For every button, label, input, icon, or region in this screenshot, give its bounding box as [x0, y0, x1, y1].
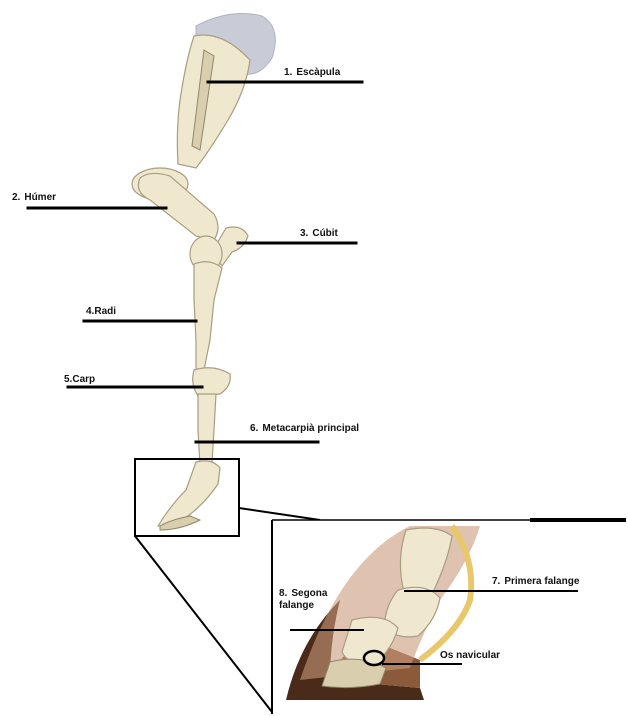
label-primera-falange: 7. Primera falange: [492, 576, 579, 588]
label-radi: 4.Radi: [86, 306, 116, 318]
zoom-line-lower: [135, 536, 272, 712]
zoom-line-upper: [239, 508, 320, 520]
label-cubit: 3. Cúbit: [300, 228, 338, 240]
label-humer-number: 2.: [12, 192, 20, 203]
label-os-navicular: Os navicular: [440, 650, 500, 662]
carpus-bones: [193, 368, 231, 396]
label-radi-text: Radi: [94, 306, 116, 317]
label-escapula-text: Escàpula: [296, 67, 340, 78]
label-cubit-text: Cúbit: [312, 228, 338, 239]
label-primera-falange-text: Primera falange: [504, 576, 579, 587]
label-segona-falange: 8.Segona falange: [279, 588, 349, 612]
label-segona-falange-number: 8.: [279, 588, 287, 599]
label-humer-text: Húmer: [24, 192, 56, 203]
scapula-bone: [177, 35, 250, 168]
label-metacarpia-text: Metacarpià principal: [262, 423, 359, 434]
label-metacarpia-number: 6.: [250, 423, 258, 434]
label-escapula-number: 1.: [284, 67, 292, 78]
label-carp: 5.Carp: [64, 374, 95, 386]
label-os-navicular-text: Os navicular: [440, 650, 500, 661]
label-primera-falange-number: 7.: [492, 576, 500, 587]
label-metacarpia: 6. Metacarpià principal: [250, 423, 359, 435]
navicular-bone: [364, 651, 384, 665]
label-carp-text: Carp: [72, 374, 95, 385]
label-humer: 2. Húmer: [12, 192, 56, 204]
label-cubit-number: 3.: [300, 228, 308, 239]
radius-bone: [194, 262, 222, 372]
label-escapula: 1. Escàpula: [284, 67, 340, 79]
metacarpus-bone: [198, 394, 216, 466]
